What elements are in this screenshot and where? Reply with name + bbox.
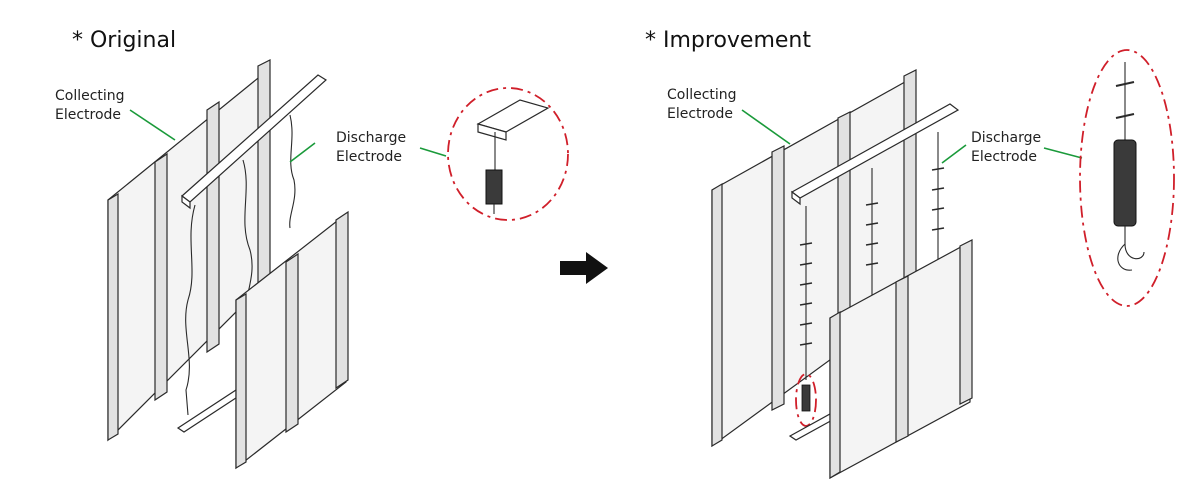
improvement-detail-leader	[1043, 147, 1083, 159]
improvement-collecting-line2: Electrode	[667, 106, 734, 122]
original-collecting-line1: Collecting	[55, 88, 125, 104]
original-top-bar-end	[181, 194, 191, 210]
original-front-collecting-plate	[235, 210, 349, 470]
transition-arrow-icon	[560, 252, 608, 284]
improvement-discharge-label: Discharge Electrode	[971, 129, 1041, 167]
original-discharge-line1: Discharge	[336, 130, 407, 146]
improvement-title: * Improvement	[645, 28, 811, 53]
original-collecting-label: Collecting Electrode	[55, 87, 125, 125]
original-collecting-line2: Electrode	[55, 107, 122, 123]
original-discharge-line2: Electrode	[336, 149, 403, 165]
improvement-detail-circle	[1079, 49, 1175, 307]
original-detail-leader	[419, 147, 447, 157]
improvement-front-collecting-plate	[829, 239, 973, 480]
original-collecting-leader	[129, 109, 176, 141]
original-assembly	[107, 59, 569, 470]
improvement-collecting-leader	[741, 109, 791, 145]
improvement-discharge-line2: Electrode	[971, 149, 1038, 165]
improvement-assembly	[711, 49, 1175, 480]
improvement-top-bar-end	[791, 190, 801, 206]
improvement-collecting-label: Collecting Electrode	[667, 86, 737, 124]
original-discharge-leader	[289, 142, 316, 163]
improvement-discharge-line1: Discharge	[971, 130, 1042, 146]
improvement-discharge-rods	[799, 132, 945, 380]
improvement-small-circle	[795, 373, 817, 427]
improvement-spring-icon	[1113, 139, 1137, 227]
original-spring-detail	[447, 87, 569, 221]
original-detail-circle	[447, 87, 569, 221]
improvement-discharge-leader	[941, 144, 967, 164]
improvement-collecting-line1: Collecting	[667, 87, 737, 103]
improvement-small-spring	[795, 373, 817, 427]
improvement-spring-detail	[1079, 49, 1175, 307]
original-discharge-wire-3	[289, 114, 296, 229]
improvement-back-collecting-plate	[711, 69, 917, 448]
original-discharge-label: Discharge Electrode	[336, 129, 406, 167]
original-discharge-wire-1	[185, 204, 196, 416]
original-title: * Original	[72, 28, 177, 53]
original-spring-icon	[485, 169, 503, 205]
